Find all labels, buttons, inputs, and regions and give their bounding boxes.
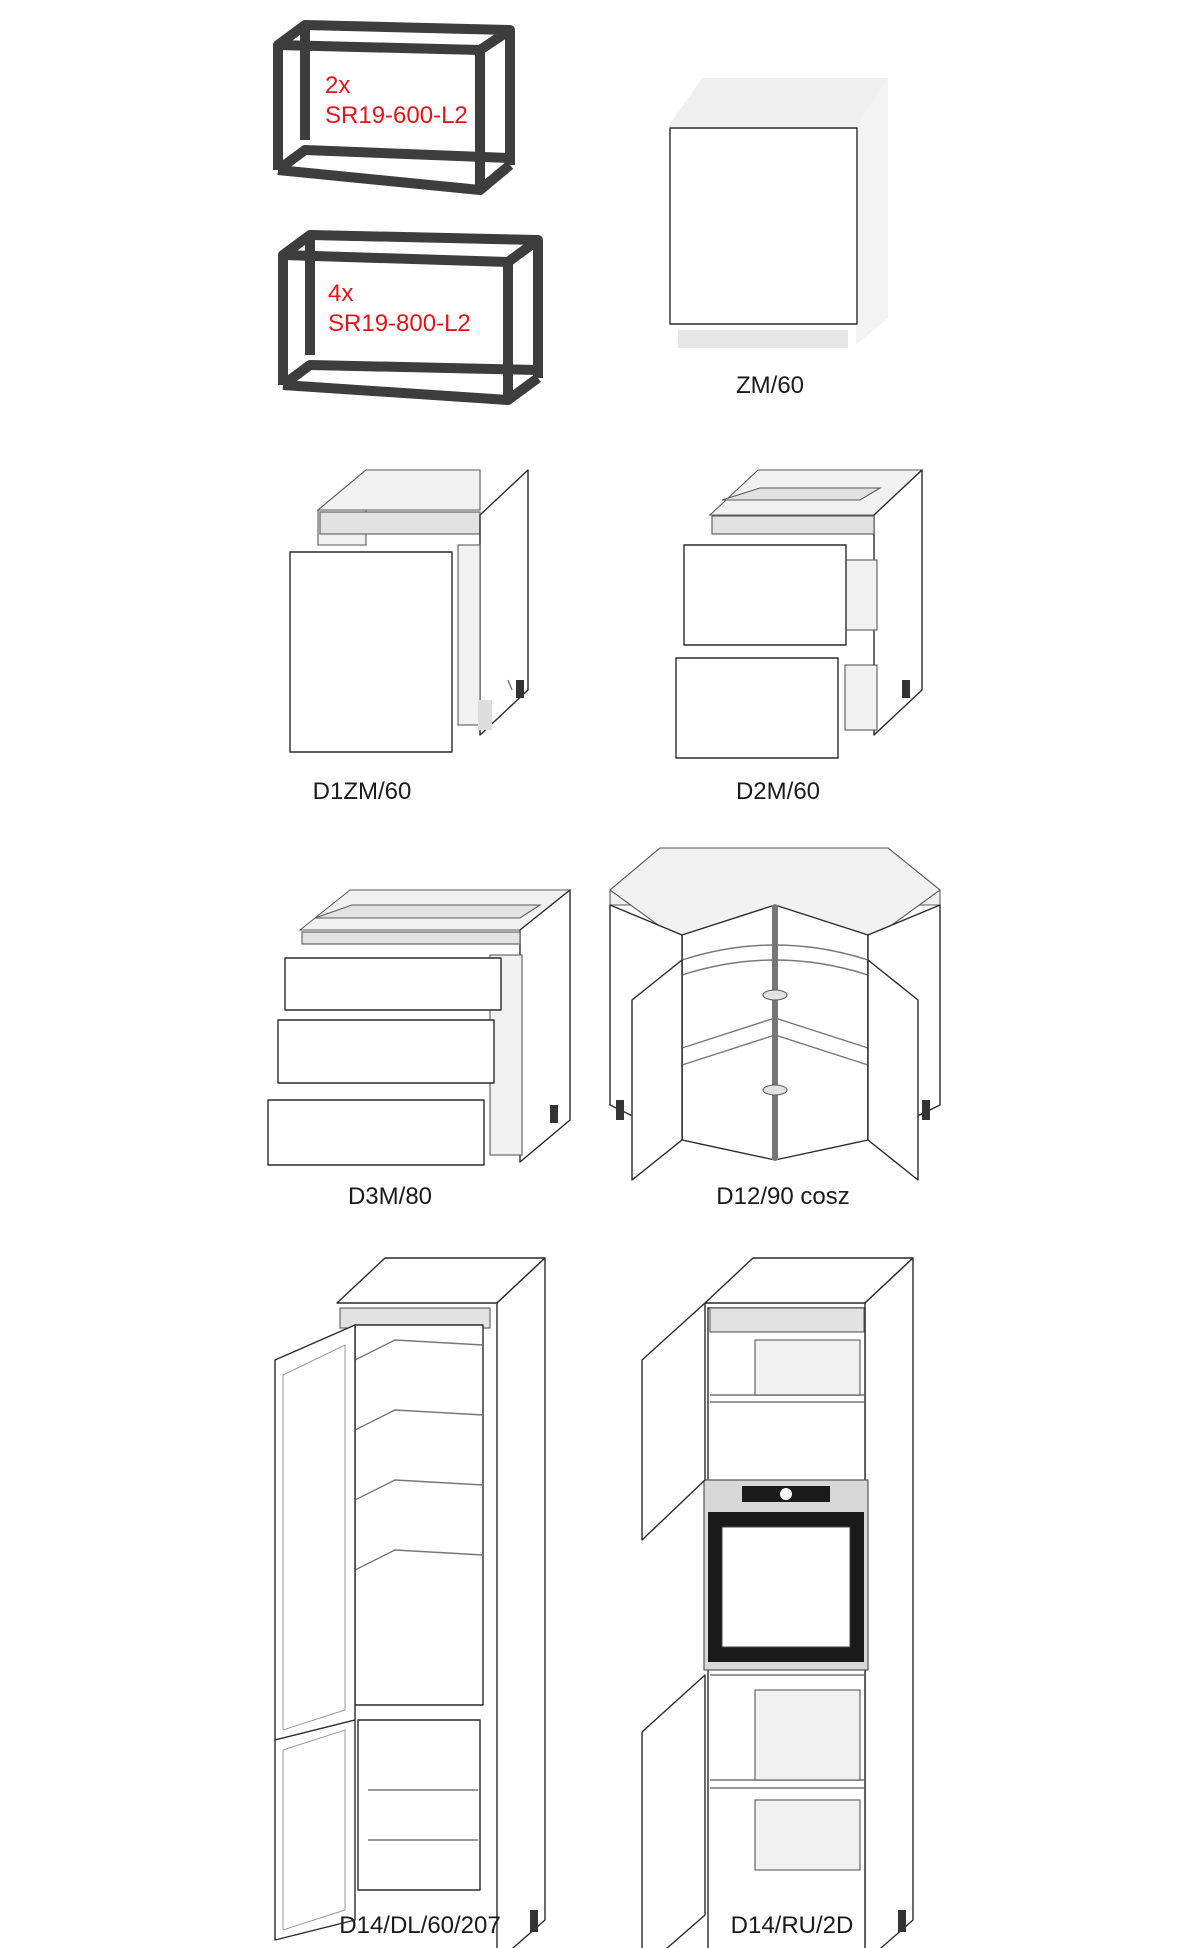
unit-label: D14/RU/2D: [730, 1912, 854, 1939]
unit-d1zm60-icon: [289, 468, 529, 753]
unit-label: D2M/60: [735, 778, 821, 805]
frame-2-qty: 4x: [328, 280, 354, 307]
frame-1-code: SR19-600-L2: [325, 102, 468, 129]
unit-label: D1ZM/60: [312, 778, 412, 805]
unit-d14-dl-60-207-icon: [274, 1257, 546, 1948]
frame-1-qty: 2x: [325, 72, 351, 99]
unit-label: D14/DL/60/207: [339, 1912, 501, 1939]
unit-d3m80-icon: [267, 889, 572, 1166]
unit-label: D3M/80: [347, 1183, 433, 1210]
unit-d14-ru-2d-icon: [641, 1257, 914, 1948]
unit-label: D12/90 cosz: [716, 1183, 850, 1210]
unit-zm60-icon: [668, 78, 888, 348]
unit-d2m60-icon: [675, 469, 924, 759]
unit-d12-90-cosz-icon: [609, 847, 941, 1181]
frame-2-code: SR19-800-L2: [328, 310, 471, 337]
frame-sr19-800-icon: [278, 230, 543, 405]
unit-label: ZM/60: [735, 372, 805, 399]
frame-sr19-600-icon: [273, 20, 515, 195]
